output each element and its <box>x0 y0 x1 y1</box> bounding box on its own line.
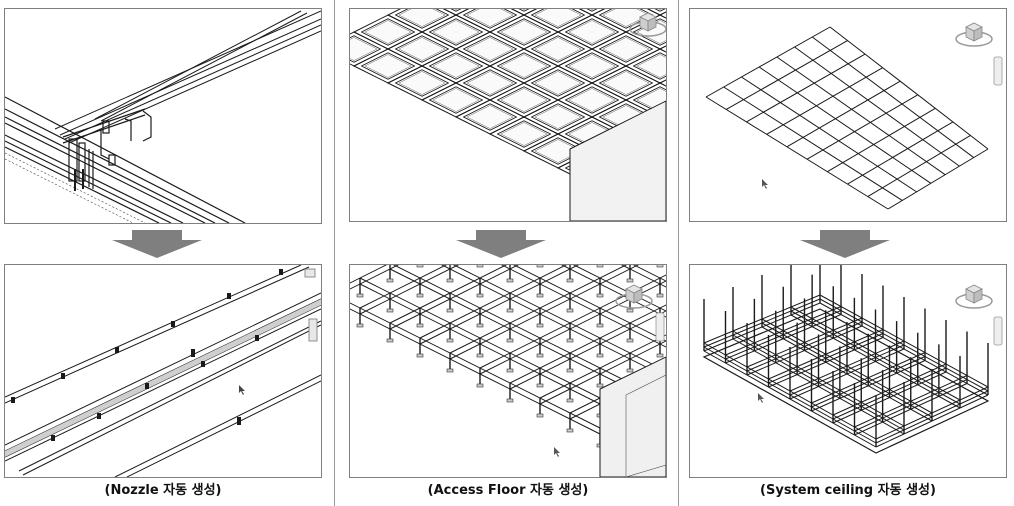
down-arrow-icon <box>456 230 546 258</box>
cursor-icon <box>554 447 560 457</box>
caption-access-floor: (Access Floor 자동 생성) <box>427 483 589 498</box>
ceiling-before-view[interactable] <box>689 8 1007 222</box>
down-arrow-icon <box>800 230 890 258</box>
ceiling-before-drawing <box>705 22 1003 210</box>
nozzle-before-drawing <box>5 10 321 223</box>
view-cube-icon <box>615 284 653 309</box>
nozzle-before-view[interactable] <box>4 8 322 224</box>
access-floor-after-view[interactable] <box>349 264 667 478</box>
cursor-icon <box>239 385 245 395</box>
caption-system-ceiling: (System ceiling 자동 생성) <box>760 483 936 498</box>
nozzle-after-drawing <box>5 265 321 477</box>
access-floor-before-view[interactable] <box>349 8 667 222</box>
column-divider-2 <box>678 0 679 506</box>
column-divider-1 <box>334 0 335 506</box>
cursor-icon <box>762 179 768 189</box>
caption-nozzle: (Nozzle 자동 생성) <box>104 483 222 498</box>
ceiling-after-view[interactable] <box>689 264 1007 478</box>
nozzle-after-view[interactable] <box>4 264 322 478</box>
view-cube-icon <box>955 22 993 47</box>
view-cube-icon <box>955 284 993 309</box>
view-cube-icon <box>629 12 666 37</box>
access-floor-before-drawing <box>350 9 666 221</box>
down-arrow-icon <box>112 230 202 258</box>
ceiling-after-drawing <box>702 265 1003 454</box>
access-floor-after-drawing <box>350 265 666 477</box>
navigation-bar-icon <box>655 312 665 342</box>
cursor-icon <box>758 393 764 403</box>
navigation-bar-icon <box>993 316 1003 346</box>
navigation-bar-icon <box>993 56 1003 86</box>
